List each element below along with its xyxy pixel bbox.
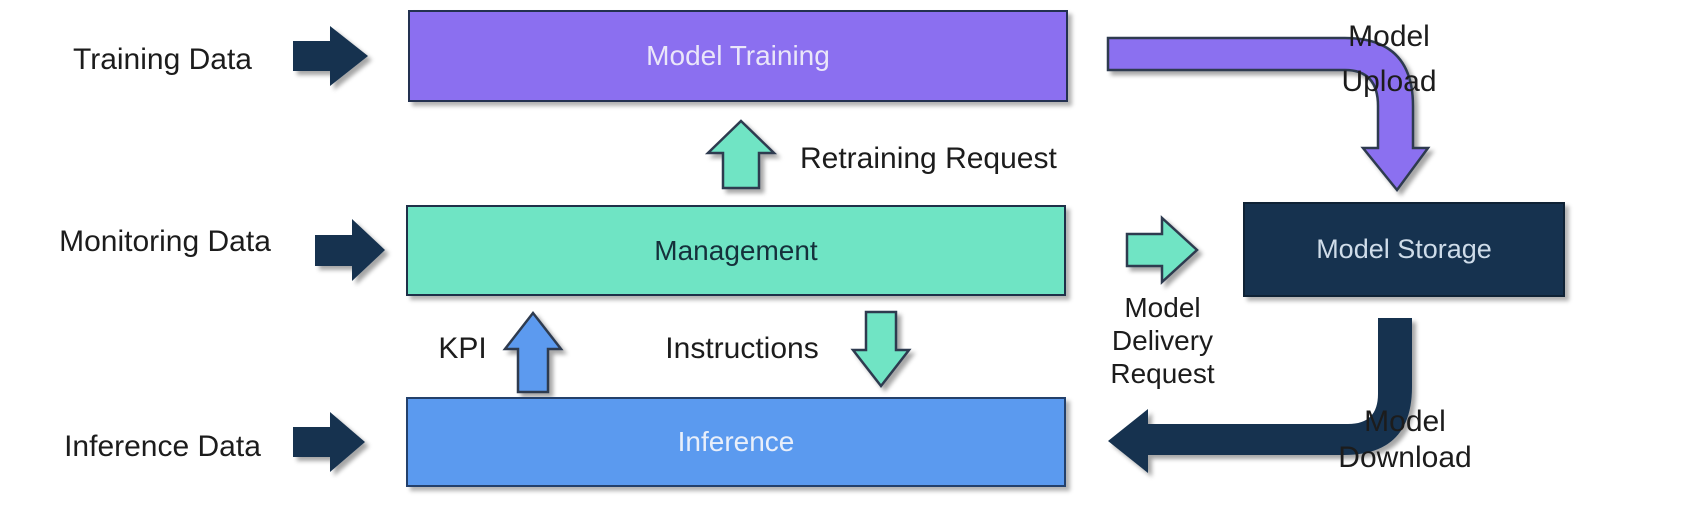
- model-training-node: Model Training: [408, 10, 1068, 102]
- model-upload-label: Model Upload: [1341, 20, 1437, 98]
- model-storage-node-label: Model Storage: [1316, 234, 1492, 264]
- model-download-arrow-icon: [1108, 318, 1412, 473]
- training-data-input-arrow-icon: [293, 26, 368, 86]
- model-delivery-request-label: Model Delivery Request: [1110, 292, 1215, 389]
- management-node: Management: [406, 205, 1066, 296]
- kpi-label: KPI: [438, 332, 487, 365]
- inference-node: Inference: [406, 397, 1066, 487]
- inference-node-label: Inference: [677, 426, 795, 457]
- model-delivery-arrow-icon: [1125, 215, 1199, 285]
- model-storage-node: Model Storage: [1243, 202, 1565, 297]
- retraining-request-label: Retraining Request: [800, 142, 1057, 175]
- instructions-arrow-icon: [850, 310, 912, 389]
- retraining-request-arrow-icon: [704, 119, 778, 190]
- management-node-label: Management: [654, 234, 818, 266]
- monitoring-data-input-arrow-icon: [315, 219, 385, 281]
- model-download-label: Model Download: [1338, 405, 1472, 474]
- kpi-arrow-icon: [502, 310, 564, 394]
- model-training-node-label: Model Training: [646, 40, 830, 71]
- instructions-label: Instructions: [665, 332, 819, 365]
- inference-data-label: Inference Data: [64, 430, 261, 463]
- model-upload-arrow-icon: [1106, 36, 1431, 193]
- monitoring-data-label: Monitoring Data: [59, 225, 271, 258]
- inference-data-input-arrow-icon: [293, 412, 365, 472]
- training-data-label: Training Data: [73, 43, 252, 76]
